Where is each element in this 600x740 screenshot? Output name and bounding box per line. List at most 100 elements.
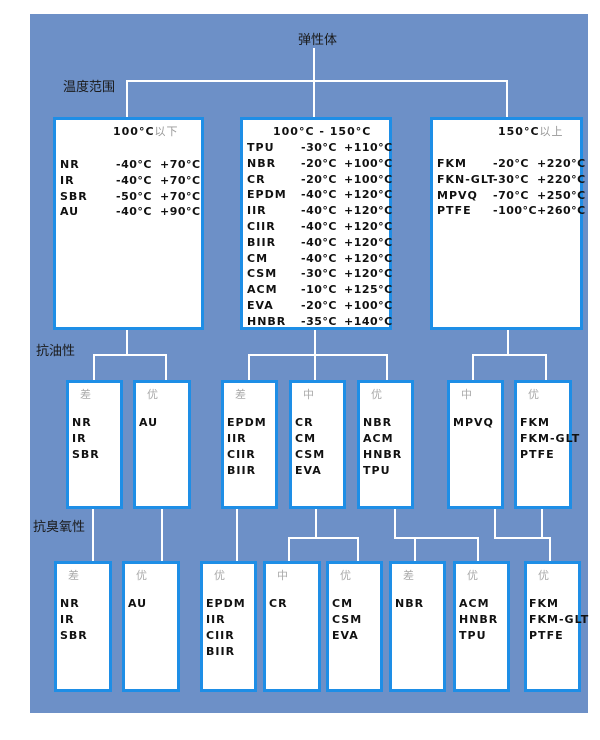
rating-label: 差 [68,569,79,582]
material-name: TPU [247,141,275,154]
material-name: MPVQ [437,188,478,202]
ozone-resistance-box: 优 FKM FKM-GLT PTFE [524,561,588,692]
min-temperature: -20°C [301,299,337,312]
material-name: EPDM [227,416,267,429]
max-temperature: +260°C [537,204,586,218]
max-temperature: +120°C [344,251,393,265]
oil-resistance-box: 中 MPVQ [447,380,504,509]
material-name: FKM-GLT [529,613,590,626]
material-name: CM [295,432,317,445]
material-name: CSM [332,613,363,626]
max-temperature: +120°C [344,267,393,281]
max-temperature: +120°C [344,220,393,233]
rating-label: 中 [303,388,314,401]
min-temperature: -100°C [493,204,538,218]
material-name: NR [72,416,92,429]
rating-label: 中 [277,569,288,582]
temperature-header-value: 150°C [498,125,540,138]
max-temperature: +70°C [160,189,201,203]
min-temperature: -20°C [301,156,337,170]
material-name: PTFE [520,448,555,461]
max-temperature: +125°C [344,283,393,297]
material-name: CM [247,251,269,265]
material-name: SBR [60,629,88,642]
material-name: FKM [529,597,559,610]
min-temperature: -40°C [301,188,337,202]
material-name: CM [332,597,354,610]
oil-resistance-box: 优 FKM FKM-GLT PTFE [514,380,579,509]
material-name: EPDM [247,188,287,202]
material-name: NBR [247,156,277,170]
max-temperature: +70°C [160,173,201,187]
material-name: IIR [206,613,226,626]
min-temperature: -20°C [301,172,337,186]
label-temperature-range: 温度范围 [63,80,116,95]
material-name: BIIR [247,235,277,249]
material-name: CIIR [247,220,276,233]
material-name: CSM [247,267,278,281]
rating-label: 优 [340,569,351,582]
material-name: NR [60,597,80,610]
min-temperature: -40°C [301,251,337,265]
material-name: AU [60,205,80,219]
material-name: NBR [363,416,393,429]
max-temperature: +100°C [344,172,393,186]
material-name: EVA [295,464,322,477]
material-name: TPU [363,464,391,477]
rating-label: 优 [538,569,549,582]
material-name: MPVQ [453,416,494,429]
material-name: IIR [227,432,247,445]
material-name: FKM [437,157,467,170]
material-name: SBR [72,448,100,461]
material-name: FKN-GLT [437,172,496,186]
rating-label: 中 [461,388,472,401]
material-name: HNBR [363,448,403,461]
max-temperature: +120°C [344,235,393,249]
material-name: IR [60,173,75,187]
temperature-header-value: 100°C - 150°C [273,125,372,138]
material-name: ACM [247,283,278,297]
material-name: NBR [395,597,425,610]
rating-label: 差 [403,569,414,582]
material-name: CIIR [227,448,256,461]
min-temperature: -40°C [116,173,152,187]
material-name: FKM [520,416,550,429]
max-temperature: +140°C [344,314,393,328]
rating-label: 优 [147,388,158,401]
material-name: ACM [459,597,490,610]
material-name: IIR [247,204,267,218]
material-name: PTFE [529,629,564,642]
rating-label: 优 [528,388,539,401]
max-temperature: +220°C [537,157,586,170]
temperature-header: 100°C以下 [113,125,179,139]
ozone-resistance-box: 中 CR [263,561,321,692]
min-temperature: -40°C [116,205,152,219]
material-name: CR [247,172,266,186]
temperature-header: 150°C以上 [498,125,564,139]
max-temperature: +250°C [537,188,586,202]
min-temperature: -40°C [301,204,337,218]
material-name: FKM-GLT [520,432,581,445]
material-name: CIIR [206,629,235,642]
min-temperature: -10°C [301,283,337,297]
min-temperature: -70°C [493,188,529,202]
material-name: IR [60,613,75,626]
rating-label: 优 [467,569,478,582]
max-temperature: +90°C [160,205,201,219]
temperature-header-value: 100°C [113,125,155,138]
min-temperature: -40°C [116,158,152,171]
label-oil-resistance: 抗油性 [36,344,76,359]
rating-label: 差 [80,388,91,401]
temperature-header-suffix: 以上 [539,125,564,138]
rating-label: 优 [136,569,147,582]
material-name: NR [60,158,80,171]
material-name: CR [269,597,288,610]
